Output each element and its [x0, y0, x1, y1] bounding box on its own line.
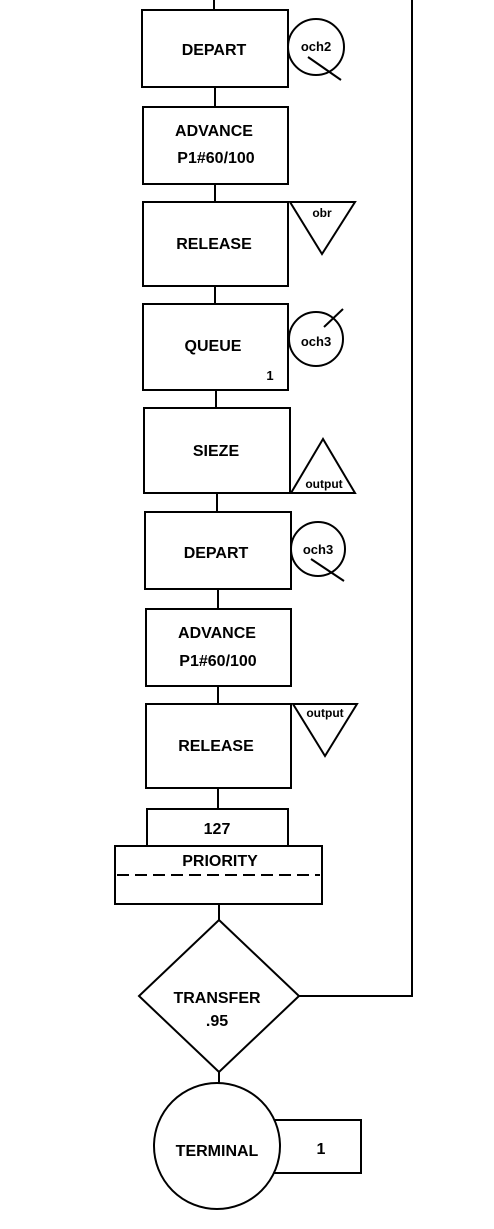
advance-1-label: ADVANCE: [175, 123, 253, 140]
advance-1-time: P1#60/100: [177, 150, 255, 167]
storage-obr-marker: obr: [288, 201, 357, 256]
depart-2-label: DEPART: [184, 545, 249, 562]
queue-count: 1: [266, 368, 273, 383]
storage-output-marker-1: output: [289, 437, 357, 494]
flow-connectors: [213, 0, 220, 1088]
priority-block[interactable]: 127 PRIORITY: [114, 808, 323, 905]
release-block-2[interactable]: RELEASE: [145, 703, 292, 789]
depart-1-queue-name: och2: [301, 39, 331, 54]
depart-2-queue-name: och3: [303, 542, 333, 557]
transfer-block[interactable]: TRANSFER .95: [137, 918, 301, 1074]
advance-block-2[interactable]: ADVANCE P1#60/100: [145, 608, 292, 687]
depart-block-2[interactable]: DEPART: [144, 511, 292, 590]
sieze-storage-name: output: [305, 477, 342, 491]
queue-och3-marker: och3: [288, 308, 344, 367]
queue-block[interactable]: QUEUE 1: [142, 303, 289, 391]
transfer-probability: .95: [206, 1013, 228, 1030]
queue-label: QUEUE: [185, 338, 242, 355]
queue-och2-marker: och2: [287, 18, 345, 81]
transfer-label: TRANSFER: [173, 990, 261, 1007]
sieze-block[interactable]: SIEZE: [143, 407, 291, 494]
priority-label: PRIORITY: [182, 853, 258, 870]
priority-value: 127: [204, 821, 231, 838]
advance-block-1[interactable]: ADVANCE P1#60/100: [142, 106, 289, 185]
terminal-block[interactable]: TERMINAL 1: [153, 1082, 362, 1210]
sieze-label: SIEZE: [193, 443, 240, 460]
transfer-return-line: [299, 0, 413, 997]
advance-2-time: P1#60/100: [179, 653, 257, 670]
release-2-storage-name: output: [306, 706, 343, 720]
terminal-count: 1: [317, 1141, 326, 1158]
advance-2-label: ADVANCE: [178, 625, 256, 642]
release-block-1[interactable]: RELEASE: [142, 201, 289, 287]
depart-block-1[interactable]: DEPART: [141, 9, 289, 88]
terminal-label: TERMINAL: [176, 1143, 259, 1160]
release-1-label: RELEASE: [176, 236, 252, 253]
queue-och3-marker-2: och3: [290, 521, 346, 582]
storage-output-marker-2: output: [291, 703, 359, 758]
release-2-label: RELEASE: [178, 738, 254, 755]
depart-1-label: DEPART: [182, 42, 247, 59]
queue-name: och3: [301, 334, 331, 349]
release-1-storage-name: obr: [312, 206, 332, 220]
